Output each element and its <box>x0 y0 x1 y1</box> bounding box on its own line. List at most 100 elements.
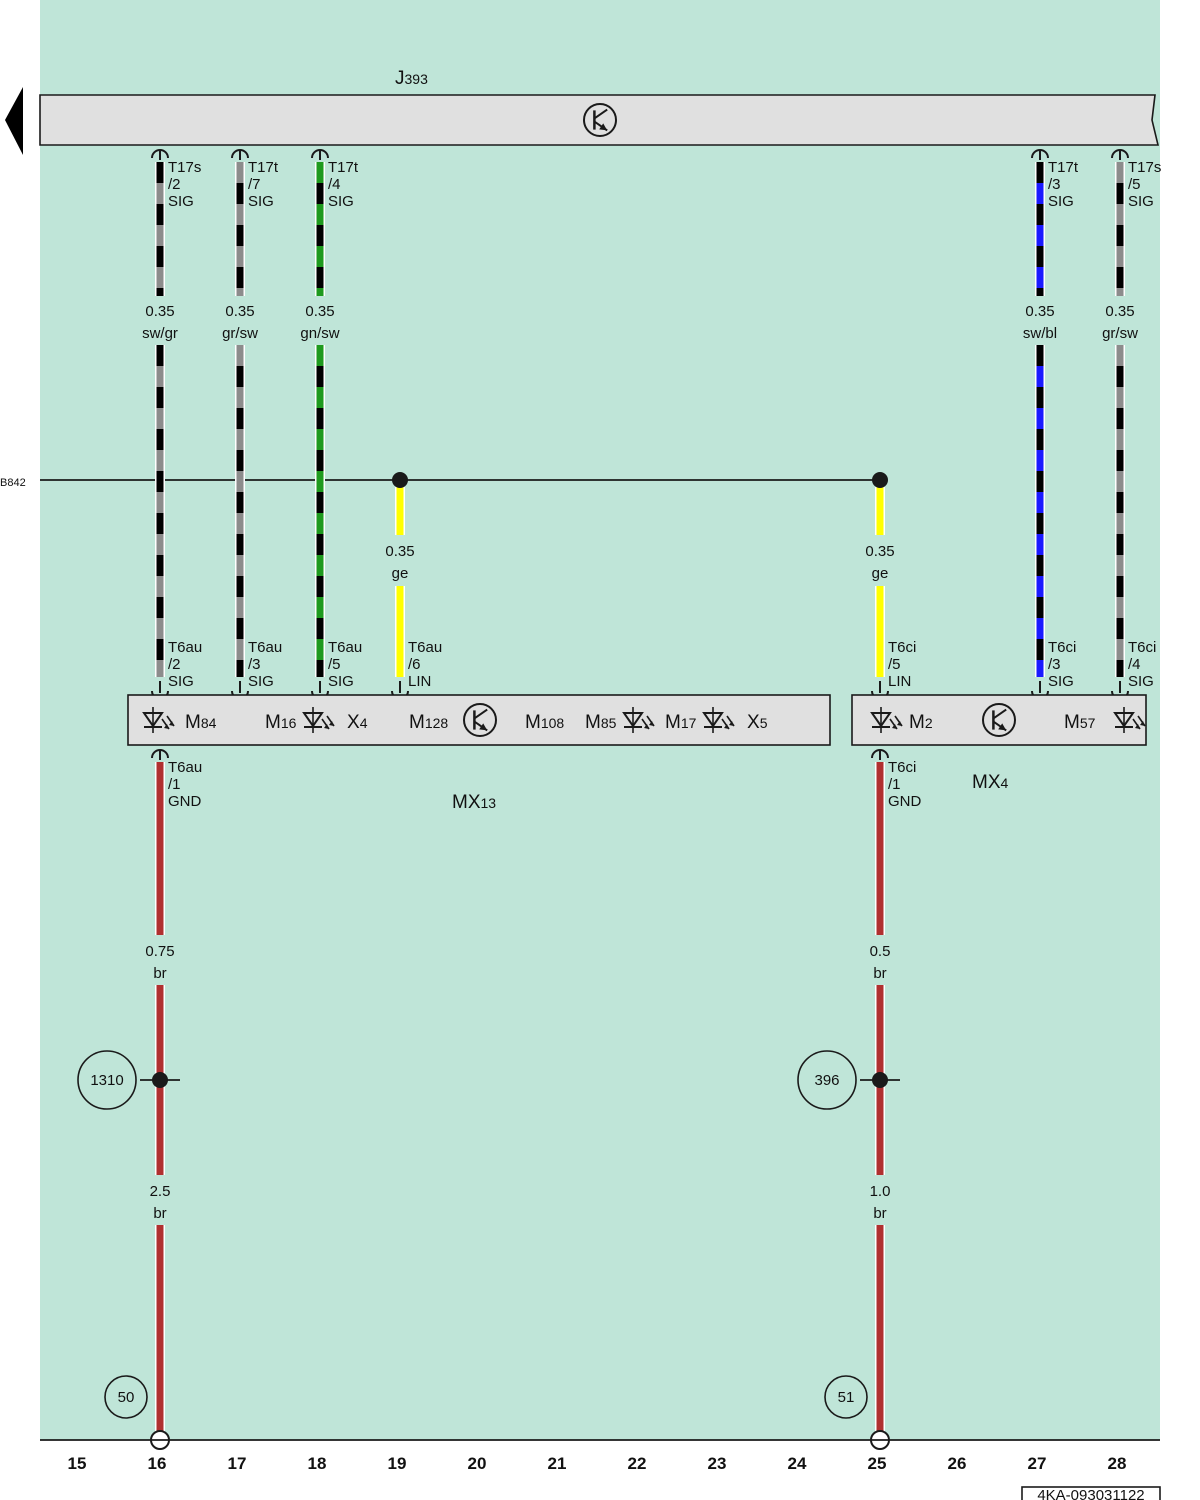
bus-junction-19 <box>392 472 408 488</box>
connector-module-text-17-line: SIG <box>248 673 274 690</box>
wire-lower-28-stripe <box>1116 576 1124 597</box>
wire-lower-28-stripe <box>1116 513 1124 534</box>
wire-upper-17-stripe <box>236 225 244 246</box>
wire-lower-16-stripe <box>156 597 164 618</box>
ground-color-a-25: br <box>873 965 886 982</box>
module-mx13-component-label: M16 <box>265 712 297 733</box>
connector-top-28 <box>1111 149 1129 160</box>
wire-lower-18-stripe <box>316 471 324 492</box>
module-mx13-led-icon <box>302 707 335 733</box>
wire-lower-28 <box>1115 345 1125 677</box>
ground-connector-text-25-line: /1 <box>888 776 901 793</box>
module-mx13-transistor-icon <box>463 703 497 737</box>
module-mx13-transistor-icon-ring <box>463 703 497 737</box>
module-mx13-box <box>127 694 831 746</box>
connector-module-text-27-line: SIG <box>1048 673 1074 690</box>
column-number-24: 24 <box>788 1454 807 1473</box>
wire-upper-16-stripe <box>156 204 164 225</box>
lin-wire-upper-19-core <box>396 487 404 535</box>
wire-upper-18-stripe <box>316 267 324 288</box>
ground-connector-text-25-line: T6ci <box>888 759 916 776</box>
ground-point-number-16: 1310 <box>90 1072 123 1089</box>
wire-lower-27-stripe <box>1036 513 1044 534</box>
lin-connector-text-25-line: T6ci <box>888 639 916 656</box>
wire-lower-27-stripe <box>1036 429 1044 450</box>
module-mx4-component-label: M57 <box>1064 712 1096 733</box>
module-mx4-led-icon-ray1-head <box>1135 724 1140 729</box>
ground-point-circle-25 <box>797 1050 857 1110</box>
wire-color-16: sw/gr <box>142 325 178 342</box>
wire-upper-16-stripe <box>156 246 164 267</box>
wire-upper-18-stripe <box>316 288 324 296</box>
wire-upper-28-stripe <box>1116 267 1124 288</box>
module-mx4-led-icon-ray2-head <box>1140 721 1145 726</box>
module-mx4-led-icon-ray1-head <box>892 724 897 729</box>
module-mx13-component-label: M128 <box>409 712 448 733</box>
column-number-20: 20 <box>468 1454 487 1473</box>
module-mx4-transistor-icon-collector <box>992 708 1007 720</box>
module-mx4-transistor-icon <box>982 703 1016 737</box>
wire-color-28: gr/sw <box>1102 325 1138 342</box>
wire-upper-17-stripe <box>236 288 244 296</box>
wire-lower-18-stripe <box>316 534 324 555</box>
wire-lower-18-stripe <box>316 387 324 408</box>
wire-lower-17-stripe <box>236 639 244 660</box>
connector-top-18 <box>311 149 329 160</box>
ground-wire-c-16 <box>155 1225 165 1432</box>
labels-layer: J393B842T17s/2SIG0.35sw/grT17t/7SIG0.35g… <box>0 68 1161 1500</box>
wire-upper-27-stripe <box>1036 246 1044 267</box>
module-mx13-component-label: X5 <box>747 712 768 733</box>
wire-upper-18-stripe <box>316 204 324 225</box>
wire-upper-16-stripe <box>156 267 164 288</box>
wire-lower-27-stripe <box>1036 408 1044 429</box>
module-mx13-led-icon-ray1-head <box>324 724 329 729</box>
module-mx13-component-label: X4 <box>347 712 368 733</box>
wire-lower-16-stripe <box>156 492 164 513</box>
wire-lower-16-stripe <box>156 576 164 597</box>
ground-color-b-25: br <box>873 1205 886 1222</box>
connector-top-text-27-line: SIG <box>1048 193 1074 210</box>
drawing-id: 4KA-093031122 <box>1037 1487 1144 1500</box>
wire-upper-16-stripe <box>156 225 164 246</box>
wire-lower-16-stripe <box>156 429 164 450</box>
module-mx13-label: MX13 <box>452 792 496 813</box>
connector-top-16 <box>151 149 169 160</box>
connector-top-text-16-line: /2 <box>168 176 181 193</box>
connector-module-text-18-line: SIG <box>328 673 354 690</box>
wire-lower-27-stripe <box>1036 576 1044 597</box>
control-unit-label: J393 <box>395 68 428 89</box>
wire-lower-16-stripe <box>156 345 164 366</box>
lin-connector-text-25-line: LIN <box>888 673 911 690</box>
ground-connector-text-16-line: T6au <box>168 759 202 776</box>
module-mx4-led-icon <box>870 707 903 733</box>
ground-wire-c-25 <box>875 1225 885 1432</box>
wire-lower-18-stripe <box>316 597 324 618</box>
connector-module-text-16-line: /2 <box>168 656 181 673</box>
wire-lower-18-stripe <box>316 618 324 639</box>
lin-wire-upper-19 <box>395 487 405 535</box>
module-mx4-transistor-icon-arrow <box>998 723 1007 731</box>
ground-wire-c-16-core <box>156 1225 164 1432</box>
wire-color-17: gr/sw <box>222 325 258 342</box>
wire-upper-27-stripe <box>1036 288 1044 296</box>
terminal-number-16: 50 <box>118 1389 135 1406</box>
wire-lower-18-stripe <box>316 576 324 597</box>
control-unit-transistor-icon-ring <box>583 103 617 137</box>
module-mx4-led-icon <box>1113 707 1146 733</box>
wire-lower-17-stripe <box>236 450 244 471</box>
wire-lower-28-stripe <box>1116 345 1124 366</box>
wire-size-28: 0.35 <box>1105 303 1134 320</box>
control-unit-transistor-icon-arrow <box>599 123 608 131</box>
wire-lower-28-stripe <box>1116 492 1124 513</box>
wire-lower-18-stripe <box>316 345 324 366</box>
lin-wire-lower-25 <box>875 586 885 677</box>
wires-layer <box>40 149 1160 1450</box>
module-mx13-led-icon <box>702 707 735 733</box>
column-number-23: 23 <box>708 1454 727 1473</box>
connector-top-text-27-line: /3 <box>1048 176 1061 193</box>
previous-page-arrow-icon[interactable] <box>5 87 23 155</box>
control-unit-bar <box>39 94 1160 146</box>
drawing-id-box <box>1021 1486 1161 1500</box>
column-number-15: 15 <box>68 1454 87 1473</box>
